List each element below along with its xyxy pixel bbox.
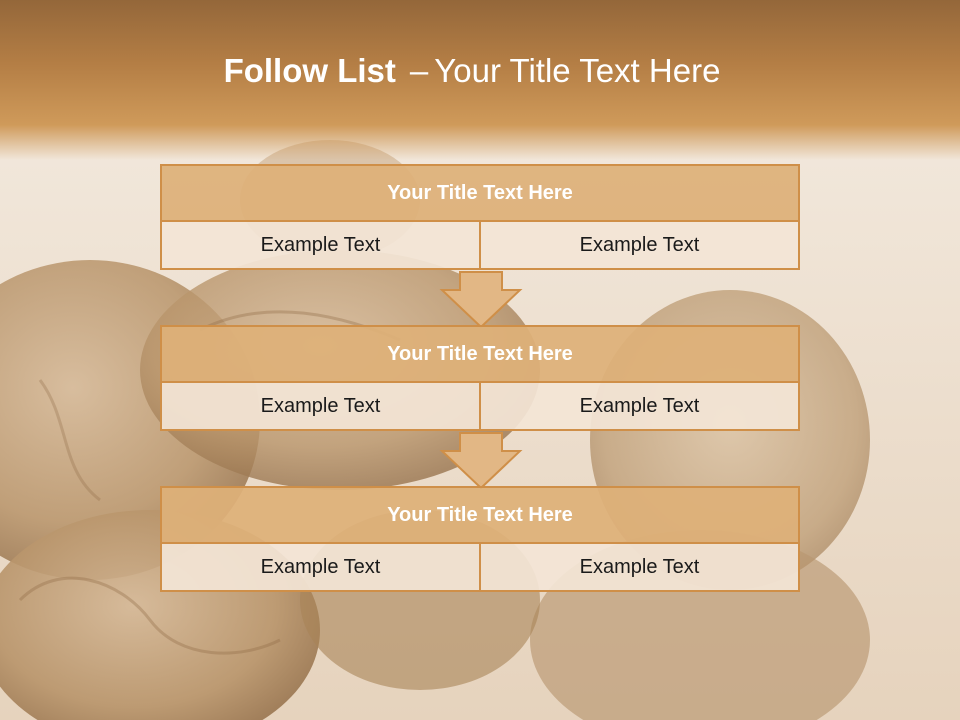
- step-cell-left: Example Text: [162, 222, 479, 268]
- step-box-3: Your Title Text Here Example Text Exampl…: [160, 486, 800, 592]
- step-title: Your Title Text Here: [162, 327, 798, 383]
- slide-title-bold: Follow List: [223, 52, 396, 89]
- step-cell-left: Example Text: [162, 383, 479, 429]
- step-title: Your Title Text Here: [162, 166, 798, 222]
- step-box-2: Your Title Text Here Example Text Exampl…: [160, 325, 800, 431]
- step-cell-right: Example Text: [479, 544, 798, 590]
- step-row: Example Text Example Text: [162, 544, 798, 590]
- step-cell-left: Example Text: [162, 544, 479, 590]
- slide-title-separator: –: [409, 52, 429, 89]
- slide-title: Follow List–Your Title Text Here: [0, 52, 944, 90]
- step-title: Your Title Text Here: [162, 488, 798, 544]
- step-cell-right: Example Text: [479, 383, 798, 429]
- step-row: Example Text Example Text: [162, 383, 798, 429]
- slide-title-rest: Your Title Text Here: [434, 52, 721, 89]
- step-box-1: Your Title Text Here Example Text Exampl…: [160, 164, 800, 270]
- down-arrow-icon: [439, 432, 523, 490]
- step-row: Example Text Example Text: [162, 222, 798, 268]
- step-cell-right: Example Text: [479, 222, 798, 268]
- title-band: [0, 0, 960, 160]
- down-arrow-icon: [439, 271, 523, 329]
